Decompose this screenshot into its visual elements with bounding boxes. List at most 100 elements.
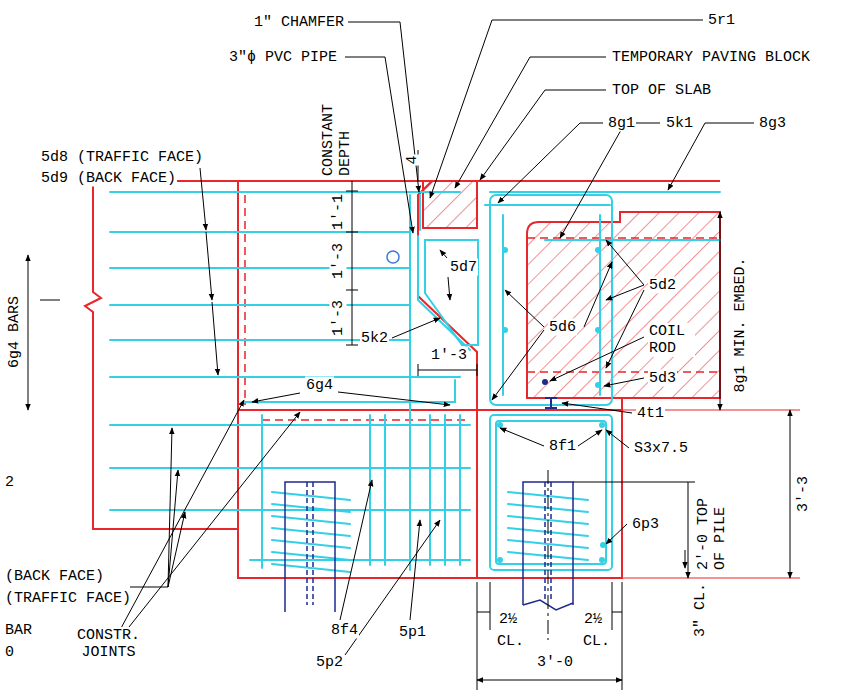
- rebar: [503, 215, 600, 395]
- leader-line: [40, 300, 60, 301]
- leader-line: [440, 250, 447, 258]
- rebar: [409, 195, 411, 570]
- callout-label: 6p3: [631, 516, 660, 533]
- callout-label: 8f4: [330, 622, 359, 639]
- bar-end: [595, 327, 601, 333]
- steel-beam: [545, 398, 557, 408]
- leader-line: [448, 277, 450, 300]
- callout-label: (BACK FACE): [4, 568, 105, 585]
- callout-label: S3x7.5: [633, 440, 689, 457]
- bar-end: [497, 557, 503, 563]
- bar-end: [599, 557, 605, 563]
- rebar: [110, 231, 410, 233]
- dimension-line: [346, 181, 358, 345]
- rebar: [545, 239, 720, 241]
- paving-block: [423, 181, 477, 228]
- leader-line: [584, 262, 612, 327]
- dimension-line: [28, 150, 790, 690]
- leader-line: [606, 430, 629, 448]
- callout-label: 6g4 BARS: [6, 295, 23, 369]
- leader-line: [40, 20, 754, 655]
- concrete-outline: [476, 181, 478, 228]
- callout-label: 1" CHAMFER: [253, 14, 345, 31]
- rebar: [418, 236, 470, 350]
- leader-line: [120, 400, 244, 630]
- rebar: [261, 415, 263, 568]
- dimension-line: [477, 680, 622, 681]
- bar-end: [595, 382, 601, 388]
- leader-line: [606, 285, 644, 300]
- dimension-line: [685, 550, 686, 568]
- callout-label: 8g3: [758, 115, 787, 132]
- leader-line: [480, 90, 606, 180]
- leader-line: [125, 412, 300, 632]
- callout-label: 5d7: [449, 259, 478, 276]
- callout-label: BAR: [4, 622, 33, 639]
- callout-label: 2'-0 TOP OF PILE: [695, 489, 729, 571]
- callout-label: 4t1: [636, 405, 665, 422]
- callout-label: 5d3: [648, 370, 677, 387]
- callout-label: CONSTANT DEPTH: [320, 95, 354, 177]
- callout-label: 1'-3: [430, 347, 468, 364]
- callout-label: 1'-3: [330, 299, 347, 337]
- dimension-line: [28, 255, 29, 410]
- leader-line: [604, 378, 644, 386]
- leader-line: [430, 20, 703, 198]
- callout-label: 2: [4, 474, 15, 491]
- bar-end: [600, 542, 606, 548]
- pvc-pipe: [387, 251, 399, 263]
- leader-line: [338, 392, 450, 405]
- leader-line: [168, 428, 172, 587]
- callout-label: 2½: [498, 611, 518, 628]
- rebar: [272, 492, 350, 572]
- leader-line: [130, 512, 185, 587]
- paving-block: [423, 181, 720, 398]
- callout-label: 5k1: [665, 115, 694, 132]
- callout-label: 2½: [583, 611, 603, 628]
- callout-label: 5d2: [648, 277, 677, 294]
- callout-label: 5d9 (BACK FACE): [40, 170, 177, 187]
- pile: [307, 482, 313, 605]
- extension-line: [622, 410, 800, 578]
- dimension-line: [790, 410, 791, 578]
- callout-label: 3'-3: [795, 475, 812, 513]
- callout-label: (TRAFFIC FACE): [4, 590, 132, 607]
- rebar: [459, 415, 461, 565]
- callout-label: TOP OF SLAB: [611, 82, 712, 99]
- callout-label: 5p1: [398, 624, 427, 641]
- leader-line: [560, 123, 660, 238]
- callout-label: 1'-1: [330, 193, 347, 231]
- rebar: [425, 240, 478, 345]
- leader-line: [578, 430, 602, 446]
- leader-line: [606, 290, 644, 368]
- callout-label: 4: [404, 154, 421, 165]
- leader-line: [606, 524, 627, 544]
- rebar: [384, 415, 386, 565]
- callout-label: COIL ROD: [648, 323, 695, 357]
- paving-dashed-lines: [245, 195, 720, 420]
- callout-label: 8g1 MIN. EMBED.: [732, 256, 749, 393]
- callout-label: 8f1: [548, 438, 577, 455]
- paving-dashed-lines: [527, 237, 720, 239]
- leader-line: [505, 290, 544, 327]
- rebar: [110, 267, 410, 269]
- callout-label: 5r1: [707, 12, 736, 29]
- rebar: [444, 415, 446, 565]
- callout-label: 0: [4, 644, 15, 661]
- callout-label: 3"ϕ PVC PIPE: [228, 49, 338, 66]
- dimension-line: [573, 482, 695, 578]
- callout-label: 5d6: [548, 319, 577, 336]
- callout-label: CL.: [496, 633, 525, 650]
- rebar: [245, 380, 455, 402]
- dimension-line: [477, 582, 622, 690]
- callout-label: TEMPORARY PAVING BLOCK: [611, 49, 811, 66]
- leader-line: [410, 520, 420, 620]
- rebar: [485, 204, 610, 206]
- bar-end: [502, 247, 508, 253]
- leader-line: [252, 393, 300, 402]
- paving-dashed-lines: [244, 195, 246, 405]
- paving-block: [527, 212, 720, 398]
- rebar: [110, 192, 720, 572]
- leader-line: [206, 232, 212, 300]
